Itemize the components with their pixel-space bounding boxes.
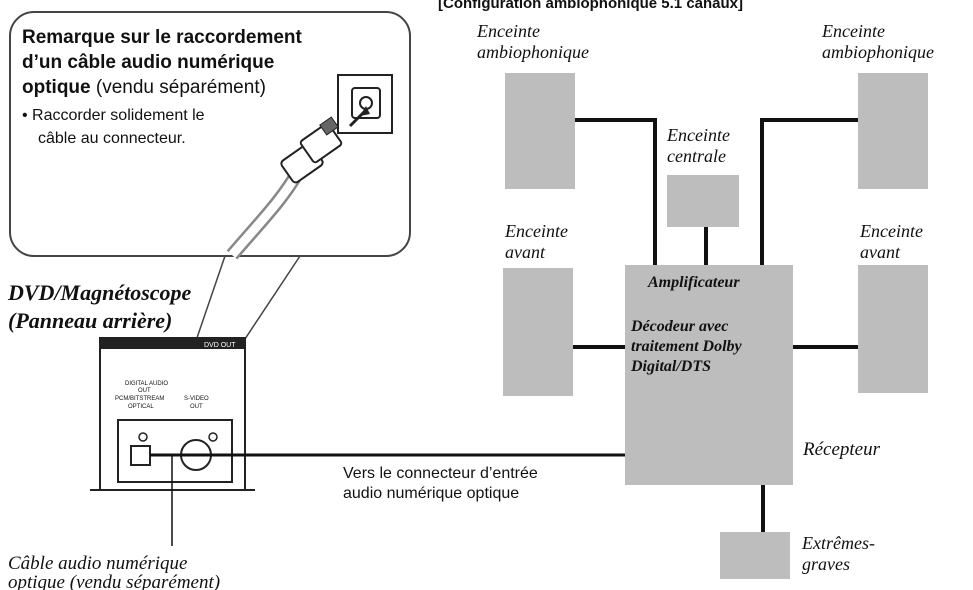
panel-digital-label-4: OPTICAL <box>128 404 154 410</box>
panel-svideo-label-2: OUT <box>190 404 203 410</box>
cable-destination-line1: Vers le connecteur d’entrée <box>343 465 538 482</box>
front-left-speaker <box>503 268 573 396</box>
center-label-1: Enceinte <box>666 125 730 145</box>
receiver-box <box>625 265 793 485</box>
surround-right-label-2: ambiophonique <box>822 42 934 62</box>
receiver-decoder-line1: Décodeur avec <box>630 318 728 335</box>
front-left-label-1: Enceinte <box>504 221 568 241</box>
panel-screw <box>138 432 148 442</box>
panel-digital-label-1: DIGITAL AUDIO <box>125 381 168 387</box>
panel-digital-label-3: PCM/BITSTREAM <box>115 396 164 402</box>
cable-destination-line2: audio numérique optique <box>343 485 519 502</box>
front-right-speaker <box>858 265 928 393</box>
front-right-label-2: avant <box>860 242 901 262</box>
panel-header-label: DVD OUT <box>204 342 236 349</box>
subwoofer <box>720 532 790 579</box>
subwoofer-label-1: Extrêmes- <box>801 533 875 553</box>
cable-label-line1: Câble audio numérique <box>8 553 187 574</box>
speaker-wiring <box>573 118 858 532</box>
receiver-amplifier-label: Amplificateur <box>647 274 740 291</box>
receiver-decoder-line2: traitement Dolby <box>631 338 743 355</box>
surround-left-label-1: Enceinte <box>476 21 540 41</box>
dvd-title-line2: (Panneau arrière) <box>8 308 172 333</box>
callout-title-line1: Remarque sur le raccordement <box>22 27 303 48</box>
surround-left-label-2: ambiophonique <box>477 42 589 62</box>
panel-screw <box>208 432 218 442</box>
receiver-decoder-line3: Digital/DTS <box>630 358 711 375</box>
optical-connector-icon <box>337 74 393 134</box>
optical-plug-icon <box>226 116 343 260</box>
callout-title-line2: d’un câble audio numérique <box>22 52 274 73</box>
callout-bullet-line2: câble au connecteur. <box>38 130 186 147</box>
receiver-label: Récepteur <box>802 439 881 460</box>
panel-svideo-label-1: S-VIDEO <box>184 396 209 402</box>
callout-bullet-line1: • Raccorder solidement le <box>22 107 205 124</box>
callout-box <box>9 11 411 257</box>
surround-right-label-1: Enceinte <box>821 21 885 41</box>
surround-right-speaker <box>858 73 928 189</box>
front-right-label-1: Enceinte <box>859 221 923 241</box>
callout-title-line3: optique (vendu séparément) <box>22 77 266 98</box>
surround-left-speaker <box>505 73 575 189</box>
panel-digital-label-2: OUT <box>138 388 151 394</box>
cable-label-line2: optique (vendu séparément) <box>8 572 220 590</box>
config-title: [Configuration ambiophonique 5.1 canaux] <box>438 0 743 12</box>
callout-title-sold-separately: (vendu séparément) <box>91 77 266 98</box>
optical-out-jack <box>130 445 151 466</box>
front-left-label-2: avant <box>505 242 546 262</box>
center-speaker <box>667 175 739 227</box>
subwoofer-label-2: graves <box>802 554 850 574</box>
center-label-2: centrale <box>667 146 726 166</box>
dvd-title-line1: DVD/Magnétoscope <box>7 280 192 305</box>
callout-title-optical: optique <box>22 77 91 98</box>
